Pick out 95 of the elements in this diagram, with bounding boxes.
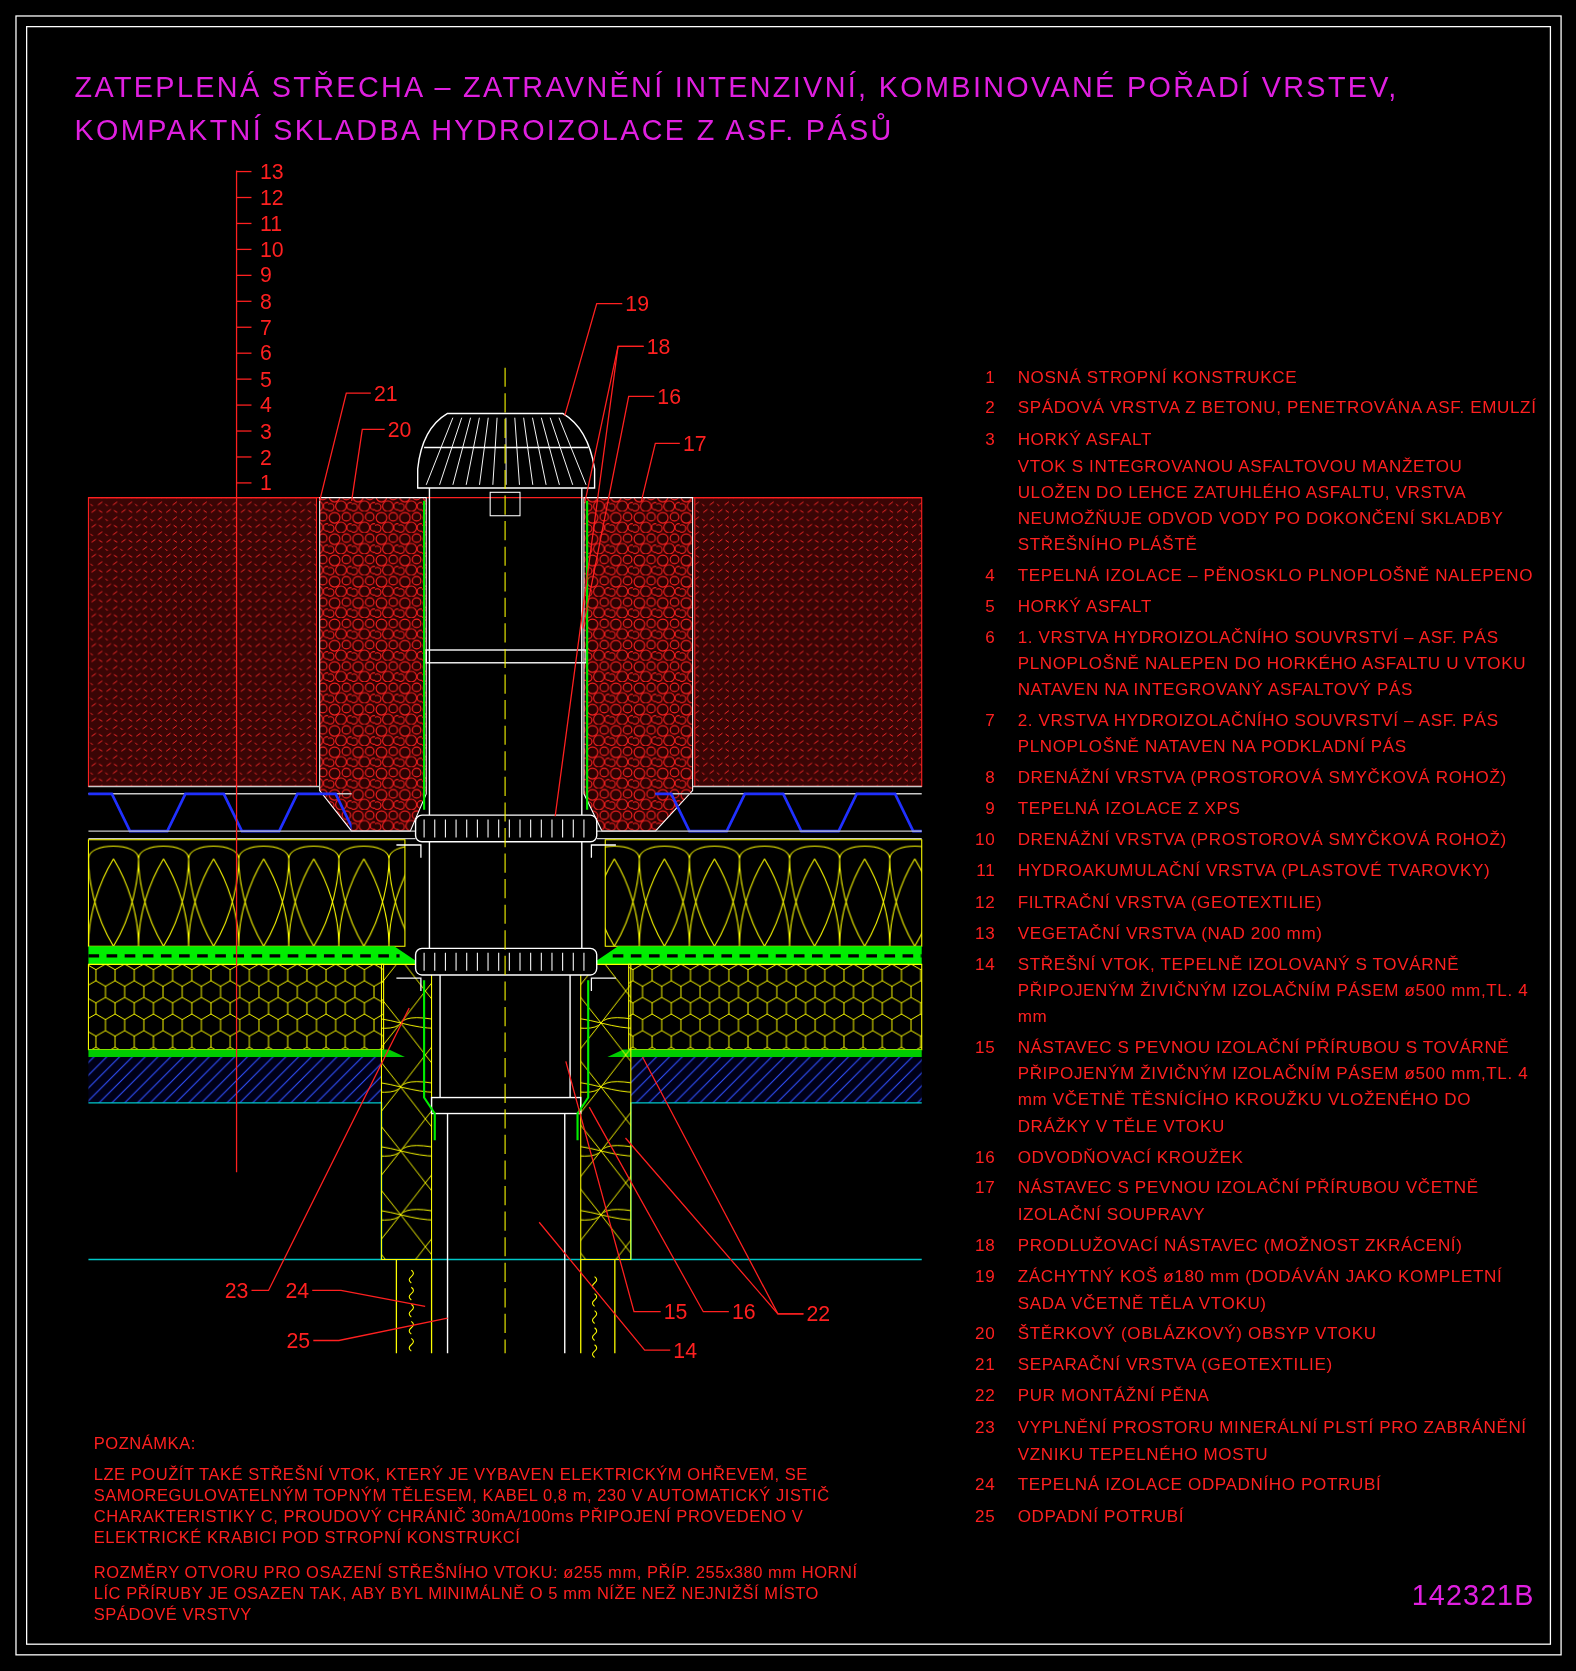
- legend-number: 22: [974, 1385, 996, 1407]
- callout-number: 16: [728, 1298, 759, 1325]
- scale-number: 9: [260, 262, 272, 289]
- callout-number: 25: [283, 1327, 314, 1354]
- legend-description: VYPLNĚNÍ PROSTORU MINERÁLNÍ PLSTÍ PRO ZABRÁNĚNÍ VZNIKU TEPELNÉHO MOSTU: [1017, 1417, 1528, 1465]
- legend-description: DRENÁŽNÍ VRSTVA (PROSTOROVÁ SMYČKOVÁ ROHOŽ): [1017, 767, 1508, 789]
- legend-description: ZÁCHYTNÝ KOŠ ø180 mm (DODÁVÁN JAKO KOMPLETNÍ SADA VČETNĚ TĚLA VTOKU): [1017, 1265, 1504, 1314]
- legend-number: 13: [974, 922, 996, 944]
- legend-description: VEGETAČNÍ VRSTVA (NAD 200 mm): [1017, 922, 1324, 944]
- leader-line: [312, 1317, 449, 1342]
- callout-number: 23: [221, 1277, 252, 1304]
- legend-number: 4: [984, 564, 996, 586]
- callout-number: 22: [803, 1301, 834, 1327]
- legend-number: 12: [974, 891, 996, 914]
- legend-description: STŘEŠNÍ VTOK, TEPELNĚ IZOLOVANÝ S TOVÁRNĚ PŘIPOJENÝM ŽIVIČNÝM IZOLAČNÍM PÁSEM ø500 mm,TL. 4 mm: [1017, 953, 1530, 1028]
- legend-number: 3: [984, 429, 996, 451]
- leader-line: [319, 392, 372, 502]
- leader-line: [640, 442, 681, 502]
- legend-description: SEPARAČNÍ VRSTVA (GEOTEXTILIE): [1017, 1354, 1334, 1376]
- legend-number: 25: [974, 1505, 996, 1527]
- note-text: LZE POUŽÍT TAKÉ STŘEŠNÍ VTOK, KTERÝ JE VYBAVEN ELEKTRICKÝM OHŘEVEM, SE SAMOREGULOVATELNÝM TOPNÝM TĚLESEM, KABEL 0,8 m, 230 V AUTOMATICKÝ JISTIČ CHARAKTERISTIKY C, PROUDOVÝ CHRÁNIČ 30mA/100ms PŘIPOJENÍ PROVEDENO V ELEKTRICKÉ KRABICI POD STROPNÍ KONSTRUKCÍ: [93, 1464, 831, 1548]
- legend-number: 20: [974, 1323, 996, 1345]
- legend-description: VTOK S INTEGROVANOU ASFALTOVOU MANŽETOU ULOŽEN DO LEHCE ZATUHLÉHO ASFALTU, VRSTVA NEUMOŽŇUJE ODVOD VODY PO DOKONČENÍ SKLADBY STŘEŠNÍHO PLÁŠTĚ: [1017, 455, 1505, 556]
- legend-number: 15: [974, 1036, 996, 1058]
- legend-description: DRENÁŽNÍ VRSTVA (PROSTOROVÁ SMYČKOVÁ ROHOŽ): [1017, 829, 1508, 851]
- callout-number: 21: [370, 380, 401, 406]
- legend-number: 14: [974, 953, 996, 975]
- scale-number: 4: [260, 392, 272, 418]
- legend-number: 10: [974, 829, 996, 851]
- legend-number: 16: [974, 1146, 996, 1168]
- legend-description: NÁSTAVEC S PEVNOU IZOLAČNÍ PŘÍRUBOU S TOVÁRNĚ PŘIPOJENÝM ŽIVIČNÝM IZOLAČNÍM PÁSEM ø500 mm,TL. 4 mm VČETNĚ TĚSNÍCÍHO KROUŽKU VLOŽENÉHO DO DRÁŽKY V TĚLE VTOKU: [1017, 1036, 1530, 1137]
- scale-number: 6: [260, 340, 272, 366]
- leader-line: [351, 428, 386, 502]
- legend-number: 2: [984, 397, 996, 419]
- callout-number: 19: [622, 290, 653, 317]
- leader-line: [641, 1056, 805, 1315]
- legend-number: 8: [984, 767, 996, 789]
- callout-number: 17: [679, 430, 710, 457]
- callout-number: 20: [384, 416, 415, 443]
- legend-description: TEPELNÁ IZOLACE Z XPS: [1017, 798, 1242, 820]
- note-heading: POZNÁMKA:: [93, 1433, 197, 1454]
- callout-number: 14: [670, 1337, 701, 1363]
- legend-description: ŠTĚRKOVÝ (OBLÁZKOVÝ) OBSYP VTOKU: [1017, 1323, 1378, 1345]
- scale-number: 12: [260, 184, 284, 211]
- legend-description: NOSNÁ STROPNÍ KONSTRUKCE: [1017, 366, 1299, 388]
- scale-number: 3: [260, 418, 272, 444]
- legend-description: SPÁDOVÁ VRSTVA Z BETONU, PENETROVÁNA ASF. EMULZÍ: [1017, 397, 1538, 419]
- callout-number: 16: [654, 383, 685, 410]
- legend-number: 18: [974, 1235, 996, 1257]
- legend-number: 21: [974, 1354, 996, 1376]
- scale-number: 2: [260, 444, 272, 470]
- legend-description: HORKÝ ASFALT: [1017, 595, 1153, 617]
- legend-description: TEPELNÁ IZOLACE – PĚNOSKLO PLNOPLOŠNĚ NALEPENO: [1017, 564, 1535, 586]
- scale-number: 7: [260, 314, 272, 340]
- leader-line: [582, 395, 655, 630]
- scale-number: 8: [260, 288, 272, 315]
- leader-line: [554, 345, 645, 817]
- legend-description: ODPADNÍ POTRUBÍ: [1017, 1505, 1186, 1527]
- legend-number: 1: [984, 366, 996, 388]
- drawing-number: 142321B: [1410, 1579, 1535, 1613]
- legend-description: PUR MONTÁŽNÍ PĚNA: [1017, 1385, 1211, 1407]
- legend-description: TEPELNÁ IZOLACE ODPADNÍHO POTRUBÍ: [1017, 1473, 1383, 1495]
- callout-number: 18: [643, 333, 674, 360]
- scale-number: 13: [260, 158, 284, 185]
- note-text: ROZMĚRY OTVORU PRO OSAZENÍ STŘEŠNÍHO VTOKU: ø255 mm, PŘÍP. 255x380 mm HORNÍ LÍC PŘÍRUBY JE OSAZEN TAK, ABY BYL MINIMÁLNĚ O 5 mm NÍŽE NEŽ NEJNIŽŠÍ MÍSTO SPÁDOVÉ VRSTVY: [93, 1562, 859, 1625]
- callout-number: 15: [660, 1298, 691, 1325]
- legend-number: 24: [974, 1473, 996, 1495]
- leader-line: [311, 1289, 426, 1308]
- scale-number: 1: [260, 470, 272, 496]
- legend-description: ODVODŇOVACÍ KROUŽEK: [1017, 1146, 1245, 1168]
- legend-number: 5: [984, 595, 996, 617]
- legend-description: PRODLUŽOVACÍ NÁSTAVEC (MOŽNOST ZKRÁCENÍ): [1017, 1235, 1464, 1257]
- legend-number: 23: [974, 1417, 996, 1439]
- leader-line: [588, 1106, 730, 1313]
- scale-number: 10: [260, 236, 284, 263]
- legend-number: 7: [984, 709, 996, 731]
- scale-number: 11: [260, 210, 283, 237]
- legend-number: 6: [984, 626, 996, 648]
- legend-number: 17: [974, 1177, 996, 1199]
- legend-number: 9: [984, 798, 996, 820]
- callout-number: 24: [282, 1277, 313, 1304]
- legend-description: NÁSTAVEC S PEVNOU IZOLAČNÍ PŘÍRUBOU VČETNĚ IZOLAČNÍ SOUPRAVY: [1017, 1177, 1480, 1225]
- legend-description: FILTRAČNÍ VRSTVA (GEOTEXTILIE): [1017, 891, 1324, 914]
- legend-description: HORKÝ ASFALT: [1017, 429, 1153, 451]
- title: ZATEPLENÁ STŘECHA – ZATRAVNĚNÍ INTENZIVNÍ, KOMBINOVANÉ POŘADÍ VRSTEV, KOMPAKTNÍ SKLADBA HYDROIZOLACE Z ASF. PÁSŮ: [74, 70, 1400, 148]
- leader-line: [564, 303, 623, 417]
- legend-number: 19: [974, 1265, 996, 1288]
- legend-number: 11: [975, 860, 996, 882]
- legend-description: 1. VRSTVA HYDROIZOLAČNÍHO SOUVRSTVÍ – ASF. PÁS PLNOPLOŠNĚ NALEPEN DO HORKÉHO ASFALTU U VTOKU NATAVEN NA INTEGROVANÝ ASFALTOVÝ PÁS: [1017, 626, 1528, 700]
- leader-line: [565, 1060, 662, 1313]
- legend-description: 2. VRSTVA HYDROIZOLAČNÍHO SOUVRSTVÍ – ASF. PÁS PLNOPLOŠNĚ NATAVEN NA PODKLADNÍ PÁS: [1017, 709, 1500, 757]
- scale-number: 5: [260, 366, 272, 392]
- legend-description: HYDROAKUMULAČNÍ VRSTVA (PLASTOVÉ TVAROVKY): [1017, 860, 1492, 882]
- leader-line: [538, 1221, 671, 1351]
- leader-line: [250, 1007, 410, 1292]
